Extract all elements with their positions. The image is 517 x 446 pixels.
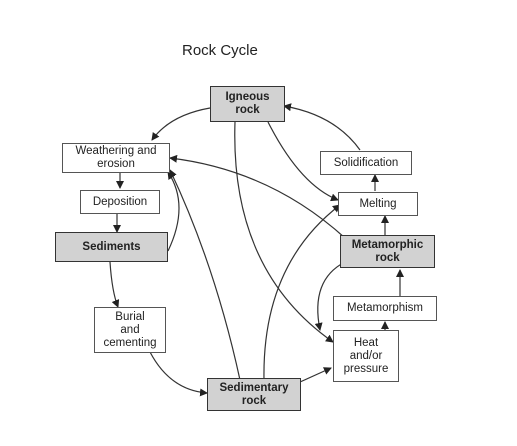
sediments-label: Sediments (82, 240, 141, 253)
heat-pressure-box: Heat and/or pressure (333, 330, 399, 382)
arrow-sediments-burial (109, 261, 120, 308)
solidification-label: Solidification (333, 156, 399, 169)
arrow-solidification-igneous (283, 103, 361, 151)
sedimentary-rock-box: Sedimentary rock (207, 378, 301, 411)
metamorphism-label: Metamorphism (346, 302, 424, 314)
igneous-rock-box: Igneous rock (210, 86, 285, 122)
weathering-erosion-label: Weathering and erosion (75, 145, 157, 170)
arrow-metamorphic-heat (314, 261, 346, 331)
deposition-box: Deposition (80, 190, 160, 214)
melting-box: Melting (338, 192, 418, 216)
arrow-burial-sedimentary (149, 351, 208, 397)
arrow-sedimentary-weathering (169, 169, 241, 381)
arrow-sedimentary-heat (299, 367, 332, 383)
solidification-box: Solidification (320, 151, 412, 175)
deposition-label: Deposition (92, 195, 148, 208)
burial-cementing-box: Burial and cementing (94, 307, 166, 353)
burial-cementing-label: Burial and cementing (103, 310, 157, 349)
arrow-sedimentary-melting (263, 204, 341, 381)
sediments-box: Sediments (55, 232, 168, 262)
arrow-sediments-weathering (167, 171, 180, 252)
heat-pressure-label: Heat and/or pressure (343, 336, 389, 375)
arrow-igneous-weathering (151, 107, 211, 141)
metamorphism-box: Metamorphism (333, 296, 437, 321)
arrow-metamorphic-weathering (169, 154, 346, 239)
weathering-erosion-box: Weathering and erosion (62, 143, 170, 173)
igneous-rock-label: Igneous rock (225, 91, 270, 116)
diagram-title: Rock Cycle (182, 42, 258, 59)
metamorphic-rock-label: Metamorphic rock (351, 238, 424, 264)
melting-label: Melting (359, 197, 397, 210)
metamorphic-rock-box: Metamorphic rock (340, 235, 435, 268)
sedimentary-rock-label: Sedimentary rock (219, 381, 289, 407)
arrow-igneous-melting (267, 121, 339, 202)
arrow-igneous-heat (234, 121, 334, 343)
